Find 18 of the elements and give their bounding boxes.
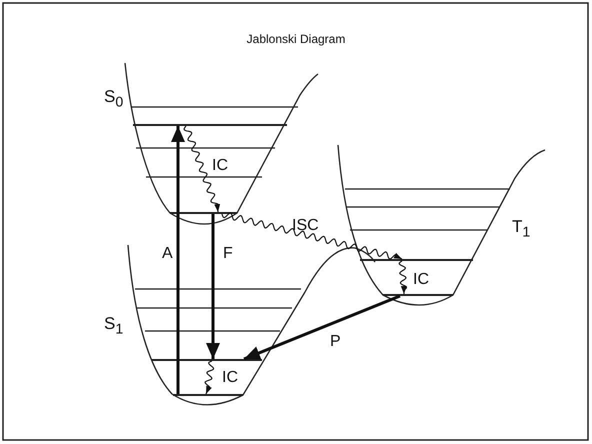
edge-label: P <box>330 334 341 350</box>
edge-label: A <box>162 246 173 262</box>
edge-label: IC <box>413 272 429 288</box>
state-label: S$_{1}$ <box>104 315 124 337</box>
wavy-arrow <box>184 126 220 212</box>
edge-label: IC <box>212 158 228 174</box>
edge-label: ISC <box>292 218 319 234</box>
arrow <box>206 214 220 359</box>
edge-label: F <box>223 246 233 262</box>
arrow <box>171 126 185 394</box>
diagram-title: Jablonski Diagram <box>246 33 346 45</box>
arrow <box>243 294 401 360</box>
edge-label: IC <box>222 370 238 386</box>
state-label: S$_{0}$ <box>104 88 124 110</box>
wavy-arrow <box>204 360 214 394</box>
wavy-arrow <box>221 212 402 260</box>
state-label: T$_{1}$ <box>512 218 530 240</box>
wavy-arrow <box>398 260 408 294</box>
